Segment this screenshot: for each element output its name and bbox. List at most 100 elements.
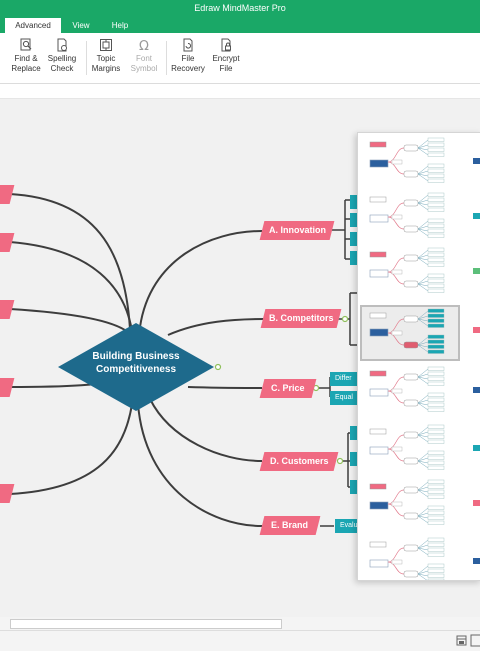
layout-thumbnail[interactable]	[362, 536, 456, 580]
layout-thumbnail[interactable]	[362, 423, 456, 475]
file-recovery-icon	[183, 38, 193, 52]
spelling-check-icon	[57, 38, 67, 52]
topic-margins-label-2: Margins	[91, 64, 121, 73]
subtopic-evalu[interactable]: Evalu	[335, 519, 362, 533]
layout-thumbnail[interactable]	[360, 305, 460, 361]
subtopic-differ[interactable]: Differ	[330, 372, 362, 386]
topic-price-label: C. Price	[271, 383, 305, 393]
layout-thumbnail[interactable]	[362, 365, 456, 417]
fit-view-icon[interactable]	[470, 634, 480, 647]
layout-thumbnail-partial-preview	[473, 327, 480, 333]
mindmap-connectors	[9, 193, 357, 527]
title-bar: Edraw MindMaster Pro	[0, 0, 480, 17]
layout-thumbnail-partial[interactable]	[462, 246, 480, 298]
layout-thumbnail-preview	[369, 479, 445, 525]
tab-view[interactable]: View	[72, 21, 90, 30]
topic-margins-label-1: Topic	[96, 54, 116, 63]
find-replace-button[interactable]: Find & Replace	[4, 38, 48, 74]
layout-thumbnail[interactable]	[362, 478, 456, 530]
tab-help[interactable]: Help	[111, 21, 129, 30]
connector-left-2	[9, 241, 133, 332]
connector-right-a	[139, 230, 263, 328]
connector-left-1	[9, 193, 131, 330]
layout-thumbnail-partial[interactable]	[462, 536, 480, 580]
subtopic-stub[interactable]	[350, 480, 357, 494]
topic-handle	[336, 457, 344, 465]
omega-icon: Ω	[139, 39, 149, 52]
font-symbol-label-1: Font	[135, 54, 152, 63]
encrypt-file-button[interactable]: Encrypt File	[204, 38, 248, 74]
layout-thumbnail-partial[interactable]	[462, 191, 480, 243]
topic-margins-button[interactable]: Topic Margins	[84, 38, 128, 74]
find-replace-label-2: Replace	[11, 64, 41, 73]
connector-right-c	[187, 386, 263, 389]
layout-thumbnail-partial[interactable]	[462, 136, 480, 188]
layout-thumbnail-partial-preview	[473, 445, 480, 451]
ribbon-separator	[86, 41, 87, 75]
subtopic-stub[interactable]	[350, 232, 357, 246]
topic-customers[interactable]: D. Customers	[259, 452, 339, 471]
spelling-check-label-2: Check	[50, 64, 74, 73]
connector-right-b	[167, 318, 265, 336]
layout-thumbnail-partial[interactable]	[462, 423, 480, 475]
layout-thumbnail-partial[interactable]	[462, 305, 480, 357]
central-topic[interactable]	[57, 322, 215, 412]
file-recovery-button[interactable]: File Recovery	[166, 38, 210, 74]
horizontal-scrollbar[interactable]	[0, 617, 480, 630]
file-recovery-label-2: Recovery	[171, 64, 205, 73]
layout-thumbnail-preview	[369, 192, 445, 238]
topic-brand-label: E. Brand	[271, 520, 309, 530]
topic-innovation[interactable]: A. Innovation	[259, 221, 335, 240]
layout-thumbnail-preview	[369, 247, 445, 293]
central-topic-line-1: Building Business	[92, 351, 180, 362]
subtopic-stub[interactable]	[350, 426, 357, 440]
layout-thumbnail-partial-preview	[473, 268, 480, 274]
subtopic-stub[interactable]	[350, 452, 357, 466]
topic-brand[interactable]: E. Brand	[259, 516, 321, 535]
horizontal-scrollbar-thumb[interactable]	[10, 619, 282, 629]
topic-customers-label: D. Customers	[269, 456, 329, 466]
connector-right-d	[149, 398, 263, 462]
file-recovery-label-1: File	[181, 54, 195, 63]
page-view-icon[interactable]	[456, 635, 467, 646]
ribbon-toolbar: Find & Replace Spelling Check Topic Marg…	[0, 33, 480, 84]
find-replace-icon	[20, 38, 32, 51]
topic-handle	[214, 363, 222, 371]
layout-thumbnail-preview	[369, 137, 445, 183]
layout-thumbnail[interactable]	[362, 246, 456, 298]
bracket-price	[316, 376, 335, 398]
subtopic-stub[interactable]	[350, 195, 357, 209]
layout-thumbnail-partial[interactable]	[462, 478, 480, 530]
layout-thumbnail-partial-preview	[473, 387, 480, 393]
font-symbol-button[interactable]: Ω Font Symbol	[122, 38, 166, 74]
layout-thumbnail-partial-preview	[473, 500, 480, 506]
spelling-check-button[interactable]: Spelling Check	[40, 38, 84, 74]
find-replace-label-1: Find &	[14, 54, 38, 63]
svg-text:Ω: Ω	[139, 39, 149, 52]
status-bar	[0, 630, 480, 651]
topic-competitors-label: B. Competitors	[268, 313, 334, 323]
connector-left-5	[9, 403, 133, 495]
app-title: Edraw MindMaster Pro	[194, 3, 286, 13]
tab-advanced[interactable]: Advanced	[5, 18, 61, 33]
subtopic-equal[interactable]: Equal	[330, 391, 362, 405]
topic-competitors[interactable]: B. Competitors	[260, 309, 342, 328]
document-tab-bar	[0, 84, 480, 99]
layout-thumbnail-partial-preview	[473, 558, 480, 564]
layout-thumbnail-preview	[369, 366, 445, 412]
topic-innovation-label: A. Innovation	[268, 225, 326, 235]
spelling-check-label-1: Spelling	[47, 54, 77, 63]
layout-thumbnail-preview	[369, 424, 445, 470]
subtopic-stub[interactable]	[350, 213, 357, 227]
layout-thumbnail-preview	[369, 537, 445, 580]
central-topic-line-2: Competitiveness	[95, 364, 177, 375]
topic-price[interactable]: C. Price	[259, 379, 317, 398]
ribbon-separator	[166, 41, 167, 75]
topic-handle	[341, 315, 349, 323]
layout-thumbnail[interactable]	[362, 136, 456, 188]
subtopic-stub[interactable]	[350, 251, 357, 265]
layout-thumbnail-partial[interactable]	[462, 365, 480, 417]
layout-thumbnail[interactable]	[362, 191, 456, 243]
font-symbol-label-2: Symbol	[130, 64, 158, 73]
ribbon-tab-bar: Advanced View Help	[0, 17, 480, 33]
